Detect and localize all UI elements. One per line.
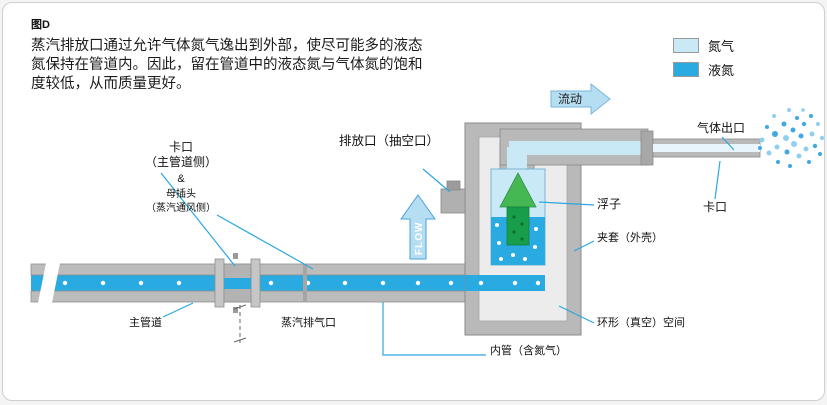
flow-cn-text: 流动 xyxy=(558,92,582,106)
centerline xyxy=(233,304,247,343)
evac-port-fitting xyxy=(440,180,466,214)
flow-arrow-right: 流动 xyxy=(550,82,611,116)
outlet-pipe xyxy=(499,128,761,174)
legend: 氮气 液氮 xyxy=(673,36,734,84)
female-plug-sub: （蒸汽通风侧） xyxy=(146,203,216,215)
legend-swatch-gas xyxy=(673,38,699,53)
legend-row-gas: 氮气 xyxy=(673,36,734,55)
gas-outlet-label: 气体出口 xyxy=(697,121,746,135)
float-shape xyxy=(499,172,537,246)
legend-label-gas: 氮气 xyxy=(708,39,735,54)
inner-pipe-label: 内管（含氮气） xyxy=(490,345,567,357)
bayonet-sub: （主管道侧） xyxy=(144,155,217,169)
bayonet-label-stack: 卡口 （主管道侧） & 母插头 （蒸汽通风侧） xyxy=(119,140,243,216)
steam-vent-label: 蒸汽排气口 xyxy=(281,317,336,329)
gas-spray xyxy=(758,108,824,168)
float-label: 浮子 xyxy=(597,197,622,211)
bayonet-title: 卡口 xyxy=(168,140,193,154)
legend-row-liquid: 液氮 xyxy=(673,60,734,79)
legend-label-liquid: 液氮 xyxy=(708,63,735,78)
flow-en-text: FLOW xyxy=(414,222,425,255)
vent-port-label: 排放口（抽空口） xyxy=(339,134,440,148)
vapor-vent-diagram: FLOW 流动 xyxy=(30,82,824,356)
pipe-break xyxy=(37,258,61,308)
chamber-bubbles xyxy=(495,223,538,261)
bayonet-right-label: 卡口 xyxy=(703,200,728,214)
inner-chamber xyxy=(490,168,546,266)
leader-lines xyxy=(160,136,735,356)
flow-arrow-up: FLOW xyxy=(400,194,436,260)
ampersand: & xyxy=(177,173,185,185)
jacket-label: 夹套（外壳） xyxy=(597,232,663,244)
figure-tag: 图D xyxy=(31,19,50,31)
figure-description: 蒸汽排放口通过允许气体氮气逸出到外部，使尽可能多的液态氮保持在管道内。因此，留在… xyxy=(31,38,423,92)
main-pipe-label: 主管道 xyxy=(129,317,162,329)
pipe-coupling xyxy=(214,253,307,313)
female-plug-label: 母插头 xyxy=(166,188,196,200)
legend-swatch-liquid xyxy=(673,62,699,77)
annular-space-label: 环形（真空）空间 xyxy=(597,317,685,329)
